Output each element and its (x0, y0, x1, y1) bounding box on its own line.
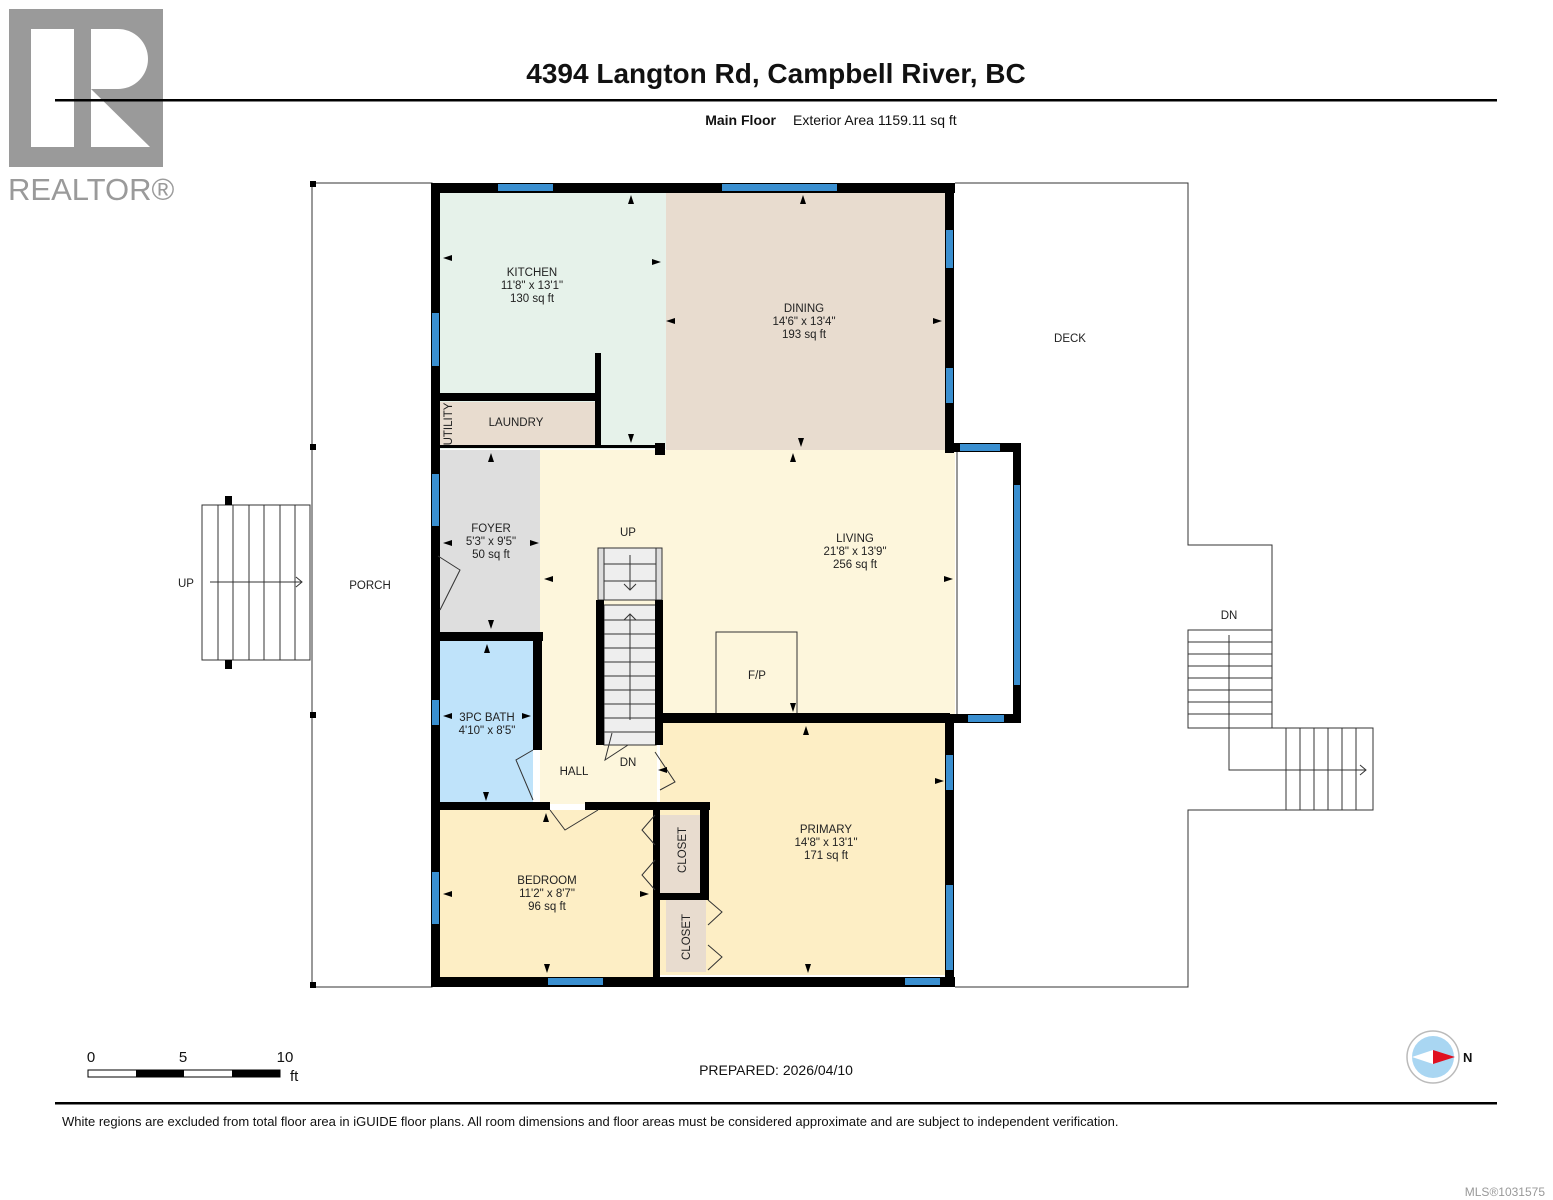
room-laundry (440, 402, 597, 445)
bedroom-dims: 11'2" x 8'7" (519, 888, 575, 900)
bath-dims: 4'10" x 8'5" (459, 725, 516, 737)
laundry-label: LAUNDRY (489, 417, 544, 429)
deck-label: DECK (1054, 333, 1086, 345)
living-dims: 21'8" x 13'9" (823, 546, 886, 558)
inner-stairs-up-label: UP (620, 527, 636, 539)
exterior-area: Exterior Area 1159.11 sq ft (793, 112, 957, 128)
compass-icon: N (1406, 1030, 1472, 1084)
closet-2-label: CLOSET (681, 914, 693, 960)
room-labels: KITCHEN 11'8" x 13'1" 130 sq ft DINING 1… (178, 267, 1237, 960)
deck-stairs-dn-label: DN (1221, 610, 1238, 622)
fireplace-label: F/P (748, 670, 766, 682)
room-bedroom (440, 810, 657, 977)
closet-1-label: CLOSET (677, 827, 689, 873)
room-bath (440, 640, 533, 803)
living-area: 256 sq ft (833, 559, 878, 571)
realtor-logo: REALTOR® (8, 9, 175, 207)
inner-stairs (597, 547, 663, 746)
deck-stairs (1187, 629, 1367, 810)
doors (437, 555, 723, 971)
foyer-name: FOYER (471, 523, 511, 535)
room-foyer (440, 450, 540, 633)
primary-name: PRIMARY (800, 824, 853, 836)
kitchen-dims: 11'8" x 13'1" (501, 280, 563, 292)
room-closet-1 (660, 815, 700, 895)
porch-stairs (201, 504, 311, 661)
room-closet-2 (666, 900, 706, 972)
compass-north-label: N (1463, 1050, 1472, 1065)
scale-label-5: 5 (179, 1049, 187, 1066)
foyer-area: 50 sq ft (472, 549, 511, 561)
primary-area: 171 sq ft (804, 850, 849, 862)
dining-area: 193 sq ft (782, 329, 827, 341)
windows (432, 184, 1020, 985)
dimension-arrows (443, 195, 953, 973)
scale-bar: 0 5 10 ft (87, 1049, 299, 1085)
porch (311, 182, 433, 988)
scale-label-0: 0 (87, 1049, 95, 1066)
kitchen-area: 130 sq ft (510, 293, 555, 305)
dining-dims: 14'6" x 13'4" (772, 316, 835, 328)
living-name: LIVING (836, 533, 874, 545)
porch-label: PORCH (349, 580, 391, 592)
inner-stairs-dn-label: DN (620, 757, 637, 769)
header-divider (55, 99, 1497, 102)
hall-label: HALL (560, 766, 589, 778)
foyer-dims: 5'3" x 9'5" (466, 536, 516, 548)
bedroom-area: 96 sq ft (528, 901, 567, 913)
page-title: 4394 Langton Rd, Campbell River, BC (526, 58, 1025, 89)
mls-number: MLS®1031575 (1465, 1185, 1546, 1199)
porch-stairs-up-label: UP (178, 578, 194, 590)
primary-dims: 14'8" x 13'1" (794, 837, 857, 849)
room-dining (666, 193, 946, 450)
floor-name: Main Floor (705, 112, 776, 128)
scale-unit: ft (290, 1068, 299, 1085)
disclaimer: White regions are excluded from total fl… (62, 1114, 1118, 1129)
utility-label: UTILITY (443, 402, 455, 445)
prepared-date: PREPARED: 2026/04/10 (699, 1062, 853, 1078)
scale-label-10: 10 (277, 1049, 294, 1066)
realtor-text: REALTOR® (8, 172, 175, 207)
kitchen-name: KITCHEN (507, 267, 557, 279)
bath-name: 3PC BATH (459, 712, 514, 724)
bedroom-name: BEDROOM (517, 875, 576, 887)
dining-name: DINING (784, 303, 824, 315)
footer-divider (55, 1102, 1497, 1105)
